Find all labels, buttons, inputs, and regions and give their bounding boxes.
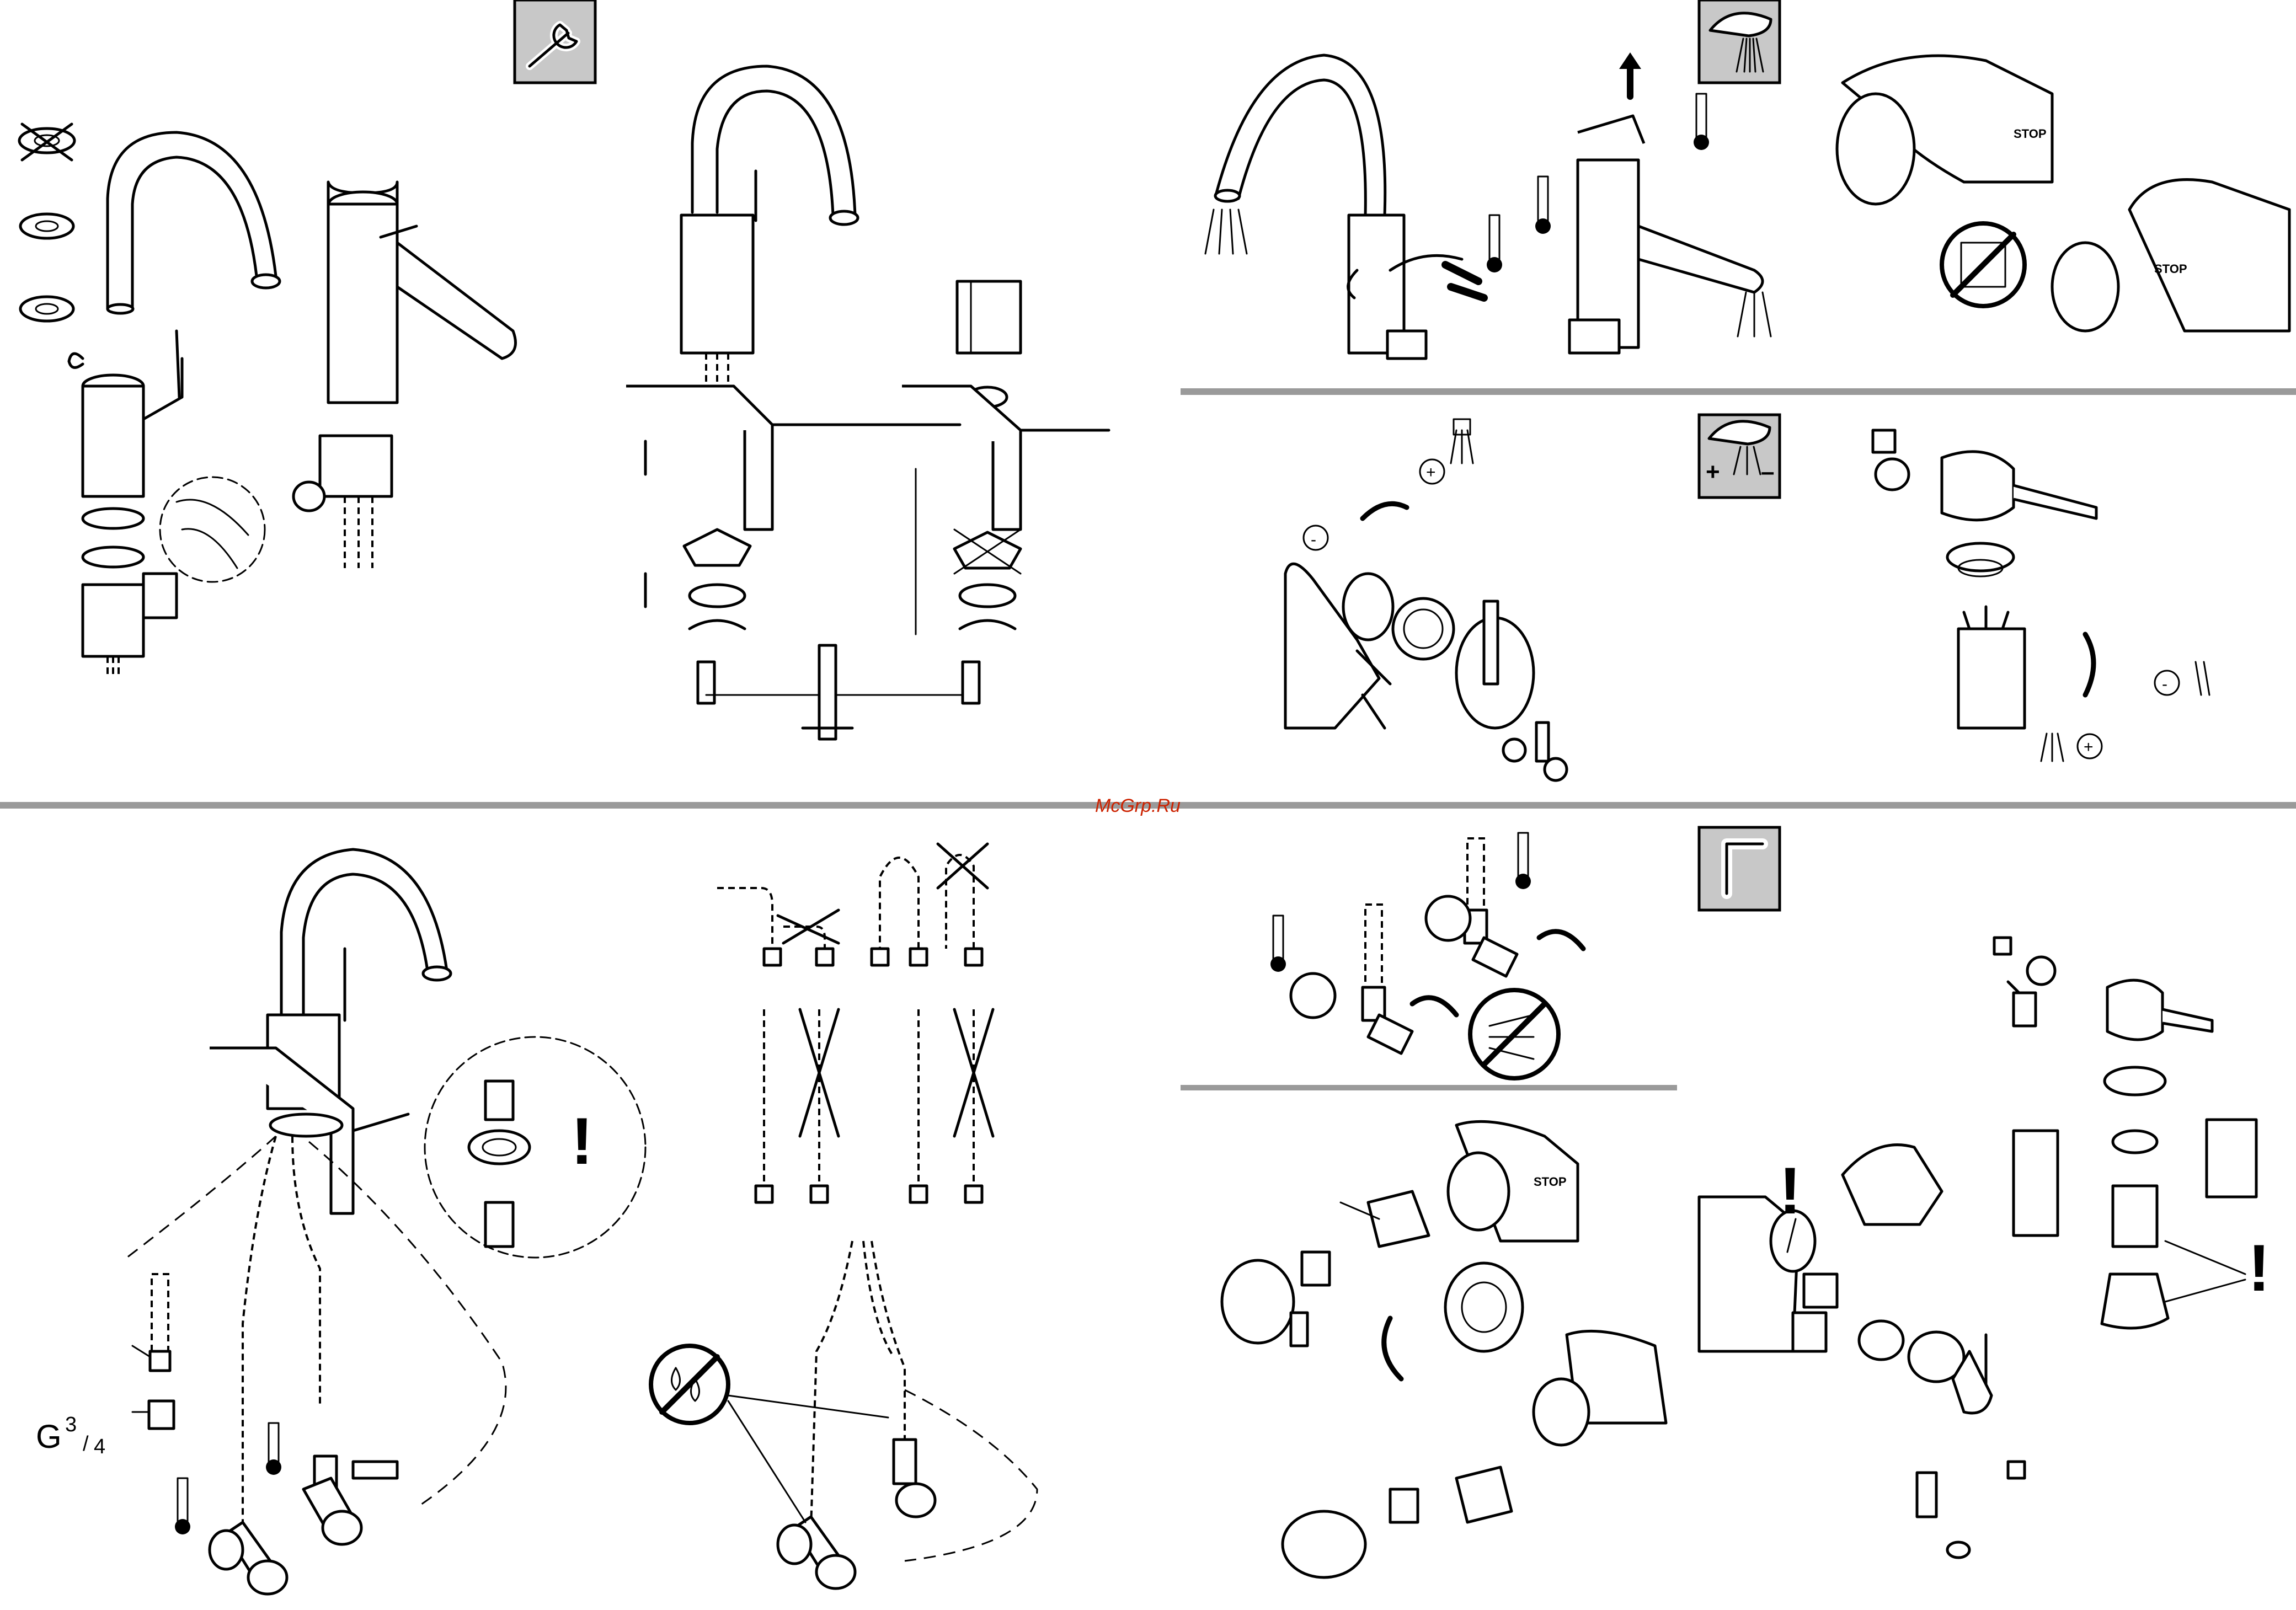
icon-plus-label: + — [1706, 458, 1720, 485]
detail-circle — [160, 477, 265, 582]
panel-6-hose-rules — [651, 844, 1037, 1588]
aerator-ring-1 — [20, 214, 73, 238]
stop-label: STOP — [1534, 1175, 1567, 1189]
water-spray — [1205, 210, 1247, 254]
panel-5-hose-connection: ! G 3 / 4 — [36, 849, 645, 1594]
panel-8-valve-cartridges: STOP — [1222, 1121, 1666, 1577]
no-water-icon — [651, 1346, 728, 1423]
spray-plus-minus-icon: + – — [1699, 415, 1780, 498]
panel-2-mounting — [626, 66, 1109, 739]
watermark: McGrp.Ru — [1095, 795, 1181, 816]
thermometer-icon — [1487, 215, 1502, 272]
warning-label: ! — [571, 1104, 593, 1178]
panel-3-operation: STOP STOP — [1205, 52, 2289, 359]
thermometer-icon — [1515, 833, 1531, 889]
crossed-aerator-icon — [19, 124, 74, 160]
detail-circle — [425, 1037, 645, 1258]
thermometer-icon — [1270, 916, 1286, 972]
clip — [69, 354, 83, 367]
panel-1-faucet-disassembly — [19, 124, 516, 678]
thread-fraction-denominator: 4 — [94, 1435, 105, 1458]
plus-label: + — [2084, 738, 2094, 756]
no-spray-icon — [1470, 990, 1558, 1078]
wrench-icon — [515, 0, 595, 83]
hose-right — [292, 1136, 320, 1406]
thread-label: G — [36, 1418, 62, 1455]
aerator-ring-2 — [20, 297, 73, 321]
hose-left — [243, 1136, 276, 1544]
thread-fraction-slash: / — [83, 1432, 89, 1456]
thermometer-icon — [175, 1478, 190, 1534]
stop-label: STOP — [2014, 127, 2047, 141]
hex-key-icon — [1699, 827, 1780, 910]
no-cleaner-icon — [1942, 223, 2025, 306]
warning-label: ! — [1779, 1154, 1801, 1228]
minus-label: - — [2162, 675, 2167, 693]
faucet-body — [83, 386, 143, 496]
stop-label: STOP — [2154, 262, 2187, 276]
plus-label: + — [1426, 463, 1436, 482]
warning-label: ! — [2248, 1231, 2270, 1305]
thermometer-icon — [266, 1423, 281, 1475]
thermometer-icon — [1535, 176, 1551, 234]
thermometer-icon — [1694, 94, 1709, 150]
panel-9-cartridge-replacement: ! ! — [1699, 938, 2270, 1558]
thread-fraction-numerator: 3 — [65, 1413, 77, 1436]
minus-label: - — [1311, 531, 1316, 549]
panel-7-stop-valves — [1270, 833, 1583, 1078]
mounting-tool — [819, 645, 836, 739]
icon-minus-label: – — [1761, 458, 1774, 485]
spray-icon — [1699, 0, 1780, 83]
